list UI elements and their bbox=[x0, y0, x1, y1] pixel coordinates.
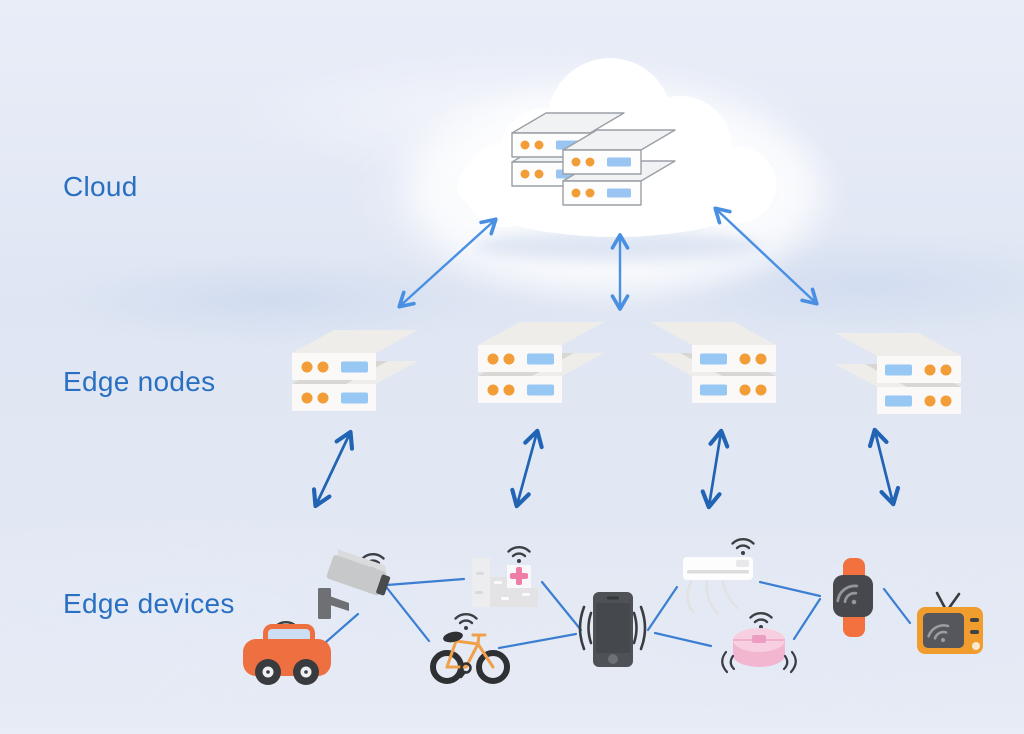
tv-icon bbox=[917, 591, 983, 654]
car-wheels bbox=[255, 659, 319, 685]
wifi-icon bbox=[454, 613, 478, 632]
hospital-windows bbox=[475, 572, 530, 600]
link-camera-bicycle bbox=[385, 586, 431, 643]
link-hospital-phone bbox=[540, 580, 583, 632]
edge-nodes-label: Edge nodes bbox=[63, 366, 215, 397]
node-device-arrows bbox=[311, 427, 901, 510]
wifi-icon bbox=[507, 546, 531, 565]
smartphone-icon bbox=[578, 592, 647, 667]
arrow-node3-devices bbox=[700, 428, 730, 510]
wifi-icon bbox=[749, 612, 773, 631]
link-watch-tv bbox=[882, 587, 912, 625]
link-ac-watch bbox=[758, 580, 822, 598]
hospital-cross bbox=[510, 567, 528, 585]
edge-devices-group bbox=[243, 538, 983, 685]
arrow-node2-devices bbox=[510, 428, 544, 509]
link-phone-ac bbox=[646, 585, 679, 632]
edge-nodes-group bbox=[292, 322, 961, 414]
car-icon bbox=[243, 621, 331, 685]
link-vacuum-watch bbox=[792, 597, 822, 641]
link-camera-hospital bbox=[385, 577, 466, 587]
air-conditioner-icon bbox=[683, 538, 755, 616]
arrow-cloud-node3 bbox=[713, 206, 819, 306]
hospital-icon bbox=[472, 546, 538, 607]
smartwatch-icon bbox=[833, 558, 873, 637]
edge-node-2 bbox=[478, 322, 604, 403]
link-bicycle-phone bbox=[497, 632, 578, 650]
bicycle-icon bbox=[430, 613, 510, 684]
robot-vacuum-icon bbox=[721, 612, 797, 674]
wifi-icon bbox=[731, 538, 755, 557]
arrow-node4-devices bbox=[867, 427, 901, 507]
cloud-label: Cloud bbox=[63, 171, 138, 202]
arrow-node1-devices bbox=[311, 429, 355, 509]
edge-node-1 bbox=[292, 330, 418, 411]
arrow-cloud-node1 bbox=[397, 217, 498, 309]
cloud-edge-arrows bbox=[397, 206, 819, 311]
sound-waves-icon bbox=[721, 650, 797, 674]
edge-devices-label: Edge devices bbox=[63, 588, 235, 619]
edge-node-3 bbox=[650, 322, 776, 403]
link-phone-vacuum bbox=[653, 631, 713, 648]
airflow-lines bbox=[686, 580, 740, 616]
cctv-icon bbox=[318, 549, 391, 619]
signal-waves-icon bbox=[578, 605, 647, 651]
tv-antenna bbox=[935, 591, 961, 610]
edge-node-4 bbox=[835, 333, 961, 414]
cloud-group bbox=[410, 58, 820, 290]
